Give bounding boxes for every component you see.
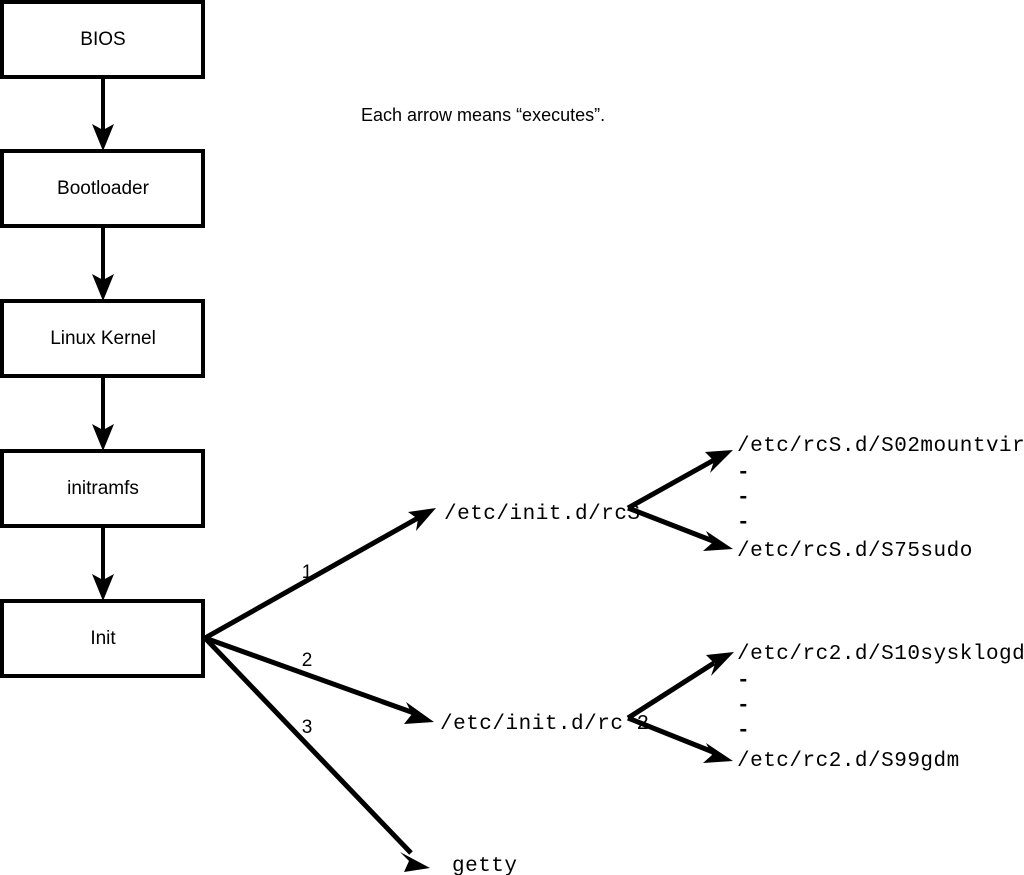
rcs-scripts-labels-group: /etc/rcS.d/S02mountvirtfs - - - /etc/rcS… xyxy=(737,435,1024,563)
arrow-rcs-to-first xyxy=(626,450,733,511)
init-branches-group: 1 2 3 xyxy=(203,508,436,872)
arrow-rcs-to-last xyxy=(627,505,733,551)
node-init-label: Init xyxy=(90,628,116,649)
rcs-ellipsis-dash-2: - xyxy=(737,487,750,510)
node-initramfs[interactable]: initramfs xyxy=(0,449,205,528)
arrow-init-branch-3 xyxy=(203,636,430,872)
arrow-init-branch-1 xyxy=(203,508,436,641)
node-linux-kernel[interactable]: Linux Kernel xyxy=(0,299,205,378)
rcs-script-first-label[interactable]: /etc/rcS.d/S02mountvirtfs xyxy=(737,435,1024,458)
arrow-rc2-to-first xyxy=(626,652,734,721)
rc2-scripts-labels-group: /etc/rc2.d/S10sysklogd - - - /etc/rc2.d/… xyxy=(737,643,1024,773)
node-linux-kernel-label: Linux Kernel xyxy=(50,328,156,349)
rcs-script-last-label[interactable]: /etc/rcS.d/S75sudo xyxy=(737,540,973,563)
branch-1-number: 1 xyxy=(302,562,313,583)
arrow-bootloader-to-kernel xyxy=(92,226,114,301)
arrow-kernel-to-initramfs xyxy=(92,376,114,451)
rcs-ellipsis-dash-3: - xyxy=(737,512,750,535)
rc2-script-first-label[interactable]: /etc/rc2.d/S10sysklogd xyxy=(737,643,1024,666)
branch-targets-group: /etc/init.d/rcS /etc/init.d/rc 2 getty xyxy=(440,503,650,875)
node-initramfs-label: initramfs xyxy=(67,478,139,499)
rc2-script-last-label[interactable]: /etc/rc2.d/S99gdm xyxy=(737,750,960,773)
node-bios-rect xyxy=(0,0,205,79)
arrow-bios-to-bootloader xyxy=(92,77,114,151)
rcs-scripts-fan-group xyxy=(626,450,733,551)
node-initramfs-rect xyxy=(0,449,205,528)
node-init[interactable]: Init xyxy=(0,599,205,678)
target-rcs-label[interactable]: /etc/init.d/rcS xyxy=(444,503,641,526)
target-rc2-label[interactable]: /etc/init.d/rc 2 xyxy=(440,713,650,736)
rc2-ellipsis-dash-2: - xyxy=(737,695,750,718)
node-bios-label: BIOS xyxy=(80,29,125,50)
target-getty-label[interactable]: getty xyxy=(452,855,518,875)
node-bootloader-label: Bootloader xyxy=(57,178,150,199)
rc2-ellipsis-dash-1: - xyxy=(737,670,750,693)
vertical-arrows-group xyxy=(92,77,114,601)
arrow-rc2-to-last xyxy=(627,715,733,763)
arrow-init-branch-2 xyxy=(204,635,434,724)
node-bios[interactable]: BIOS xyxy=(0,0,205,79)
rc2-scripts-fan-group xyxy=(626,652,734,763)
branch-3-number: 3 xyxy=(302,717,313,738)
branch-2-number: 2 xyxy=(302,650,313,671)
arrow-initramfs-to-init xyxy=(92,526,114,601)
node-bootloader[interactable]: Bootloader xyxy=(0,149,205,228)
node-linux-kernel-rect xyxy=(0,299,205,378)
rc2-ellipsis-dash-3: - xyxy=(737,720,750,743)
diagram-caption: Each arrow means “executes”. xyxy=(361,105,605,125)
node-init-rect xyxy=(0,599,205,678)
rcs-ellipsis-dash-1: - xyxy=(737,462,750,485)
boot-chain-group: BIOS Bootloader Linux Kernel initramfs I… xyxy=(0,0,205,678)
